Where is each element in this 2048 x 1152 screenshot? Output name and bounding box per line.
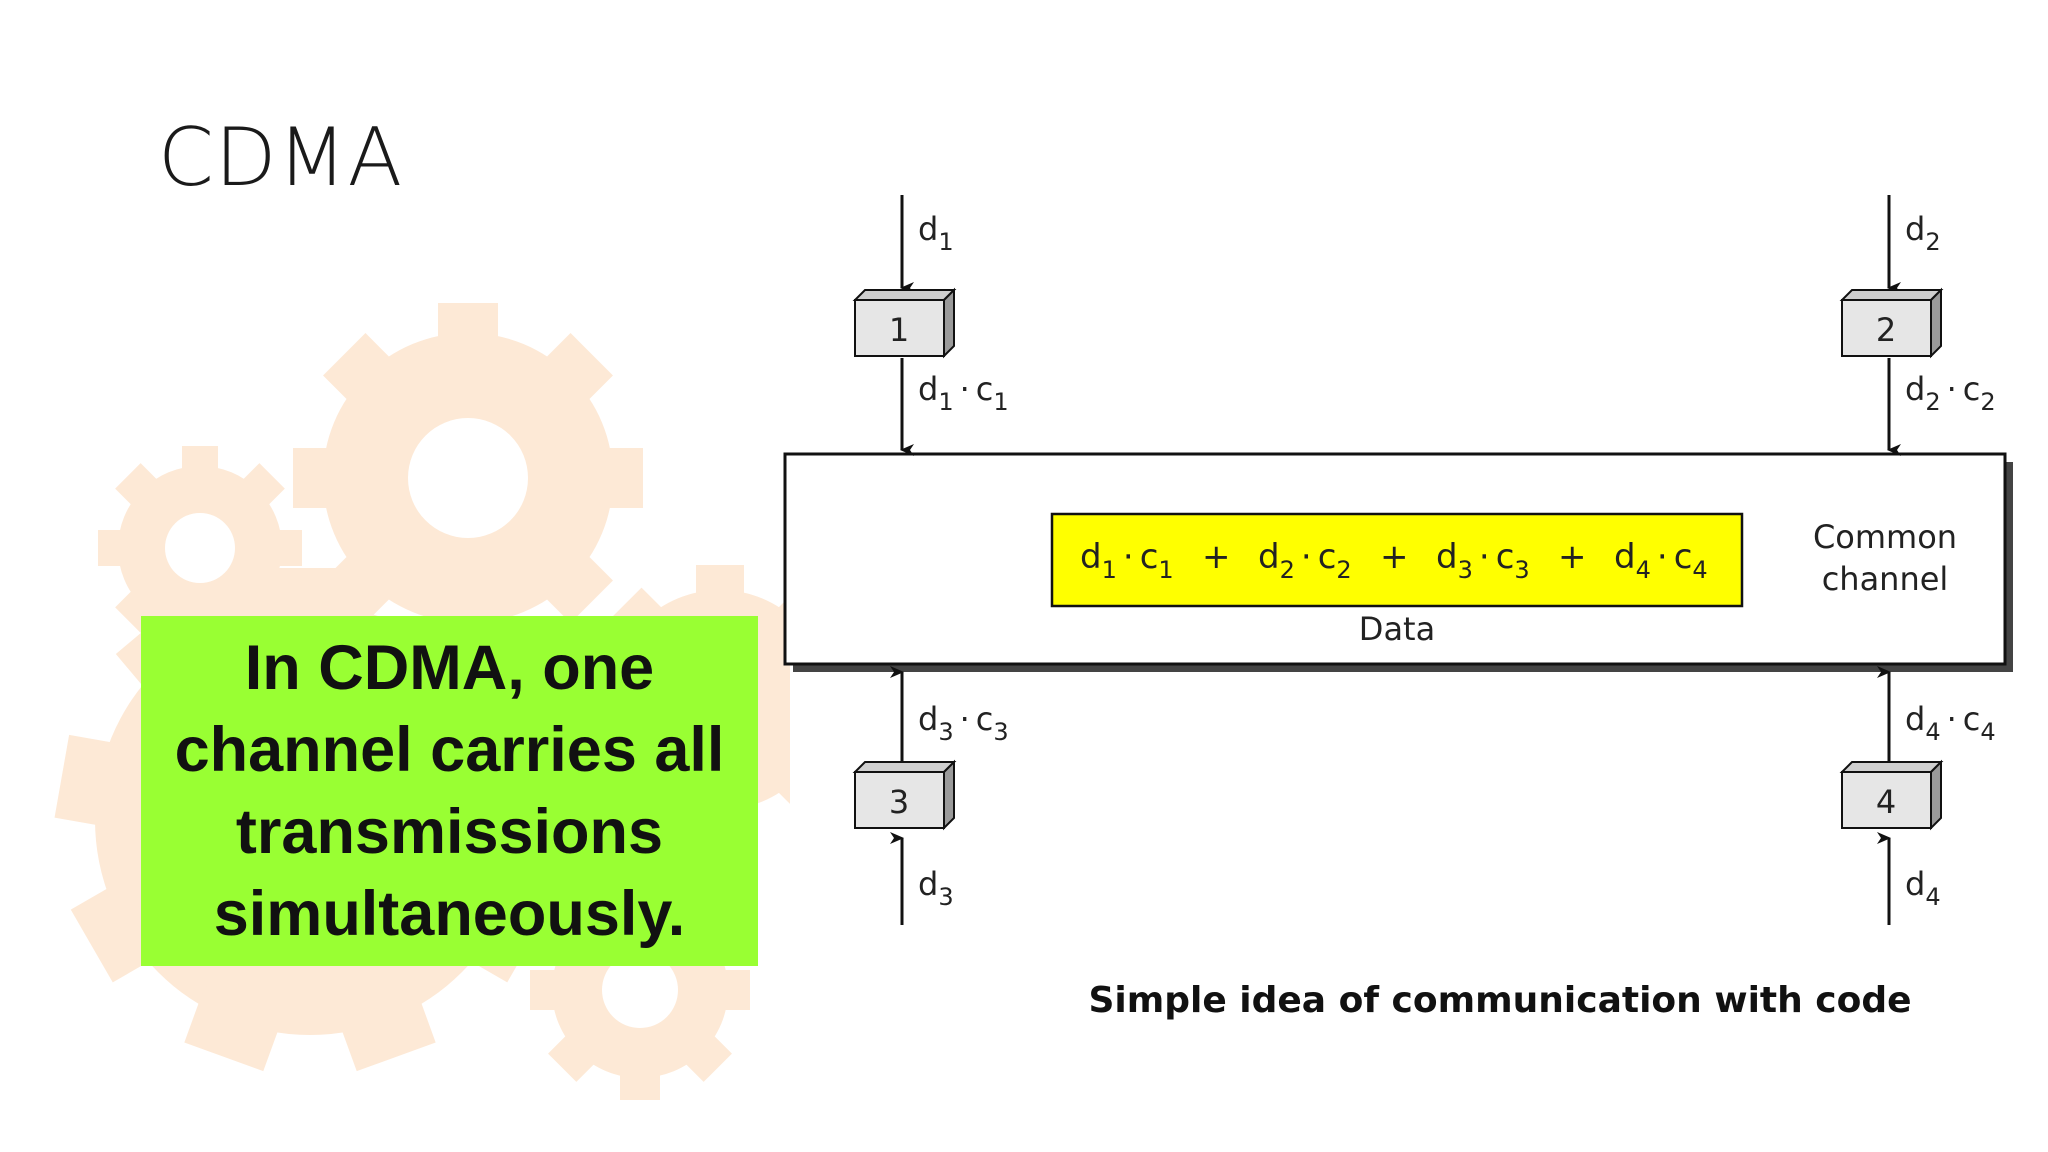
plus: + (1202, 537, 1231, 577)
label-d2c2: d2·c2 (1905, 370, 1996, 416)
station-1-label: 1 (889, 311, 909, 349)
data-term-2-c: c (1318, 537, 1337, 577)
channel-label-line2: channel (1822, 560, 1949, 598)
diagram-caption: Simple idea of communication with code (1088, 980, 1912, 1021)
label-d4c4: d4·c4 (1905, 700, 1996, 746)
data-term-4-dsub: 4 (1636, 556, 1651, 584)
station-3: 3 (852, 759, 957, 831)
data-term-1-d: d (1080, 537, 1102, 577)
channel-label-line1: Common (1813, 518, 1957, 556)
data-term-3-c: c (1496, 537, 1515, 577)
data-box (1050, 512, 1744, 608)
data-term-3-csub: 3 (1514, 556, 1529, 584)
label-d3c3: d3·c3 (918, 700, 1009, 746)
station-2: 2 (1839, 287, 1944, 359)
station-4: 4 (1839, 759, 1944, 831)
data-expression: d1·c1 + d2·c2 + d3·c3 + d4·c4 (1080, 537, 1708, 587)
data-term-1-dsub: 1 (1102, 556, 1117, 584)
dot: · (1123, 537, 1134, 577)
label-d4: d4 (1905, 865, 1941, 911)
label-d2: d2 (1905, 210, 1941, 256)
callout-text: In CDMA, one channel carries all transmi… (174, 633, 725, 949)
station-1: 1 (852, 287, 957, 359)
data-term-4-d: d (1614, 537, 1636, 577)
data-term-1-c: c (1140, 537, 1159, 577)
data-term-4-c: c (1674, 537, 1693, 577)
data-term-3-d: d (1436, 537, 1458, 577)
data-term-2-csub: 2 (1336, 556, 1351, 584)
dot: · (1657, 537, 1668, 577)
station-3-label: 3 (889, 783, 909, 821)
data-term-4-csub: 4 (1692, 556, 1707, 584)
label-d1: d1 (918, 210, 954, 256)
dot: · (1479, 537, 1490, 577)
station-2-label: 2 (1876, 311, 1896, 349)
label-d3: d3 (918, 865, 954, 911)
plus: + (1558, 537, 1587, 577)
callout-box: In CDMA, one channel carries all transmi… (141, 616, 758, 966)
data-label: Data (1359, 610, 1435, 648)
label-d1c1: d1·c1 (918, 370, 1009, 416)
slide-title: CDMA (158, 111, 404, 204)
data-term-2-d: d (1258, 537, 1280, 577)
data-term-1-csub: 1 (1158, 556, 1173, 584)
plus: + (1380, 537, 1409, 577)
station-4-label: 4 (1876, 783, 1896, 821)
data-term-2-dsub: 2 (1280, 556, 1295, 584)
data-term-3-dsub: 3 (1458, 556, 1473, 584)
dot: · (1301, 537, 1312, 577)
